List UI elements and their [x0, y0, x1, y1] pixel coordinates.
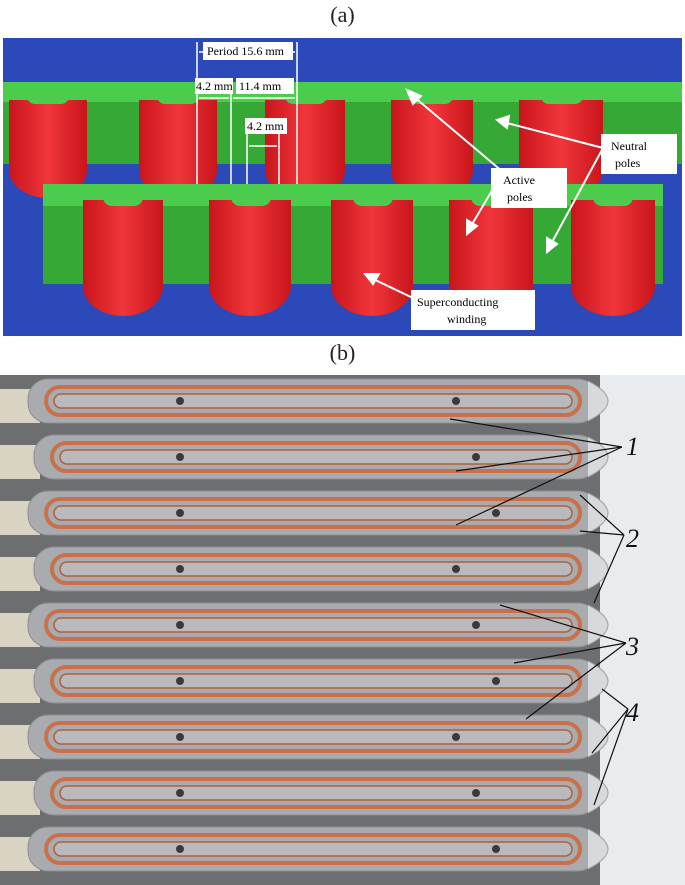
- lower-active-pole-1: [83, 200, 163, 316]
- width-lower-label: 4.2 mm: [247, 119, 284, 133]
- upper-slot-4: [411, 88, 453, 104]
- winding-inner: [59, 561, 573, 577]
- upper-slot-2: [157, 88, 199, 104]
- copper-winding: [50, 777, 582, 809]
- copper-winding: [50, 665, 582, 697]
- copper-winding: [44, 497, 582, 529]
- lower-active-pole-3: [331, 200, 413, 316]
- pole-tip: [587, 828, 609, 870]
- end-block: [0, 781, 40, 815]
- mount-hole: [176, 621, 184, 629]
- mount-hole: [452, 565, 460, 573]
- winding-line1: Superconducting: [417, 295, 498, 309]
- mount-hole: [176, 397, 184, 405]
- mount-hole: [472, 453, 480, 461]
- dimension-labels: Period 15.6 mm 4.2 mm 11.4 mm 4.2 mm: [195, 42, 294, 134]
- mount-hole: [492, 509, 500, 517]
- winding-inner: [53, 617, 573, 633]
- mount-hole: [176, 677, 184, 685]
- winding-inner: [53, 841, 573, 857]
- winding-inner: [59, 449, 573, 465]
- panel-a-label: (a): [330, 2, 355, 27]
- width-left-label: 4.2 mm: [196, 79, 233, 93]
- width-mid-label: 11.4 mm: [239, 79, 282, 93]
- active-poles-line2: poles: [507, 190, 533, 204]
- winding-inner: [53, 393, 573, 409]
- copper-winding: [44, 609, 582, 641]
- winding-inner: [53, 729, 573, 745]
- mount-hole: [452, 397, 460, 405]
- neutral-poles-line2: poles: [615, 156, 641, 170]
- upper-active-pole-3: [265, 100, 345, 198]
- model-svg: Period 15.6 mm 4.2 mm 11.4 mm 4.2 mm Act…: [3, 38, 682, 336]
- neutral-poles-line1: Neutral: [611, 139, 648, 153]
- winding-inner: [59, 673, 573, 689]
- pole-tip: [587, 548, 609, 590]
- end-block: [0, 557, 40, 591]
- active-poles-line1: Active: [503, 173, 535, 187]
- copper-winding: [44, 385, 582, 417]
- upper-active-pole-1: [9, 100, 87, 198]
- winding-line2: winding: [447, 312, 486, 326]
- label-1: 1: [626, 432, 639, 461]
- lower-active-pole-2: [209, 200, 291, 316]
- upper-slot-5: [541, 88, 583, 104]
- pole-tip: [587, 660, 609, 702]
- photo-right-glare: [600, 375, 685, 885]
- mount-hole: [492, 845, 500, 853]
- mount-hole: [176, 565, 184, 573]
- upper-active-pole-4: [391, 100, 473, 198]
- end-block: [0, 669, 40, 703]
- mount-hole: [176, 453, 184, 461]
- leader-lines: [449, 418, 629, 806]
- upper-slot-1: [27, 88, 69, 104]
- mount-hole: [492, 677, 500, 685]
- callout-arrows: [362, 88, 604, 299]
- dimension-lines: [196, 42, 298, 184]
- copper-winding: [44, 833, 582, 865]
- pole-tip: [587, 436, 609, 478]
- pole-tip: [587, 604, 609, 646]
- winding-inner: [53, 505, 573, 521]
- undulator-3d-model: Period 15.6 mm 4.2 mm 11.4 mm 4.2 mm Act…: [3, 38, 682, 336]
- lower-slot-5: [593, 188, 633, 206]
- upper-active-pole-2: [139, 100, 217, 198]
- mount-hole: [176, 509, 184, 517]
- pole-tip: [587, 492, 609, 534]
- label-3: 3: [625, 632, 639, 661]
- mount-hole: [176, 789, 184, 797]
- pole-strips: [0, 378, 609, 872]
- period-label: Period 15.6 mm: [207, 44, 285, 58]
- lower-slot-2: [231, 188, 271, 206]
- label-2: 2: [626, 524, 639, 553]
- undulator-photo: 1 2 3 4: [0, 375, 685, 885]
- lower-active-pole-5: [571, 200, 655, 316]
- mount-hole: [176, 845, 184, 853]
- copper-winding: [50, 553, 582, 585]
- mount-hole: [472, 621, 480, 629]
- pole-tip: [587, 380, 609, 422]
- mount-hole: [176, 733, 184, 741]
- lower-slot-3: [353, 188, 393, 206]
- lower-slot-1: [103, 188, 143, 206]
- mount-hole: [452, 733, 460, 741]
- copper-winding: [44, 721, 582, 753]
- photo-svg: 1 2 3 4: [0, 375, 685, 885]
- upper-slot-3: [285, 88, 327, 104]
- end-block: [0, 445, 40, 479]
- mount-hole: [472, 789, 480, 797]
- label-4: 4: [626, 698, 639, 727]
- copper-winding: [50, 441, 582, 473]
- pole-tip: [587, 716, 609, 758]
- winding-inner: [59, 785, 573, 801]
- panel-b-label: (b): [329, 340, 356, 365]
- callout-boxes: Active poles Neutral poles Superconducti…: [411, 134, 677, 330]
